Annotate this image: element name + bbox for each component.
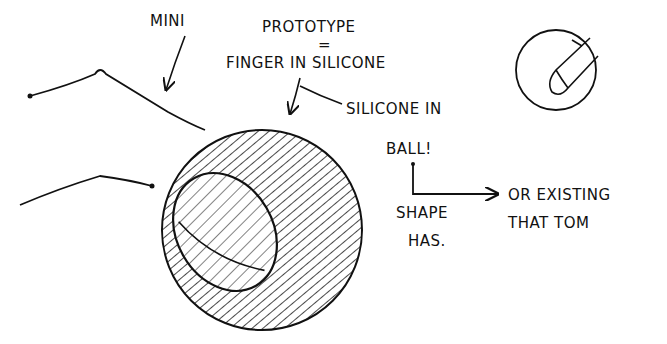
leader-line — [300, 86, 342, 104]
handwritten-note: BALL! — [386, 140, 432, 158]
handwritten-note: PROTOTYPE — [262, 18, 356, 36]
handwritten-note: THAT TOM — [508, 214, 589, 232]
bent-arrow — [413, 164, 498, 194]
finger-outline — [30, 70, 205, 130]
leader-arrow — [166, 36, 185, 90]
handwritten-note: SILICONE IN — [346, 100, 442, 118]
handwritten-note: HAS. — [408, 232, 446, 250]
leader-arrow — [290, 78, 300, 114]
handwritten-note: FINGER IN SILICONE — [226, 54, 386, 72]
inset-finger — [550, 38, 598, 94]
handwritten-note: MINI — [150, 12, 185, 30]
hand-outline — [20, 176, 152, 205]
handwritten-note: OR EXISTING — [508, 186, 611, 204]
handwritten-note: = — [318, 36, 331, 54]
finger-in-ball — [152, 154, 297, 309]
handwritten-note: SHAPE — [396, 204, 448, 222]
